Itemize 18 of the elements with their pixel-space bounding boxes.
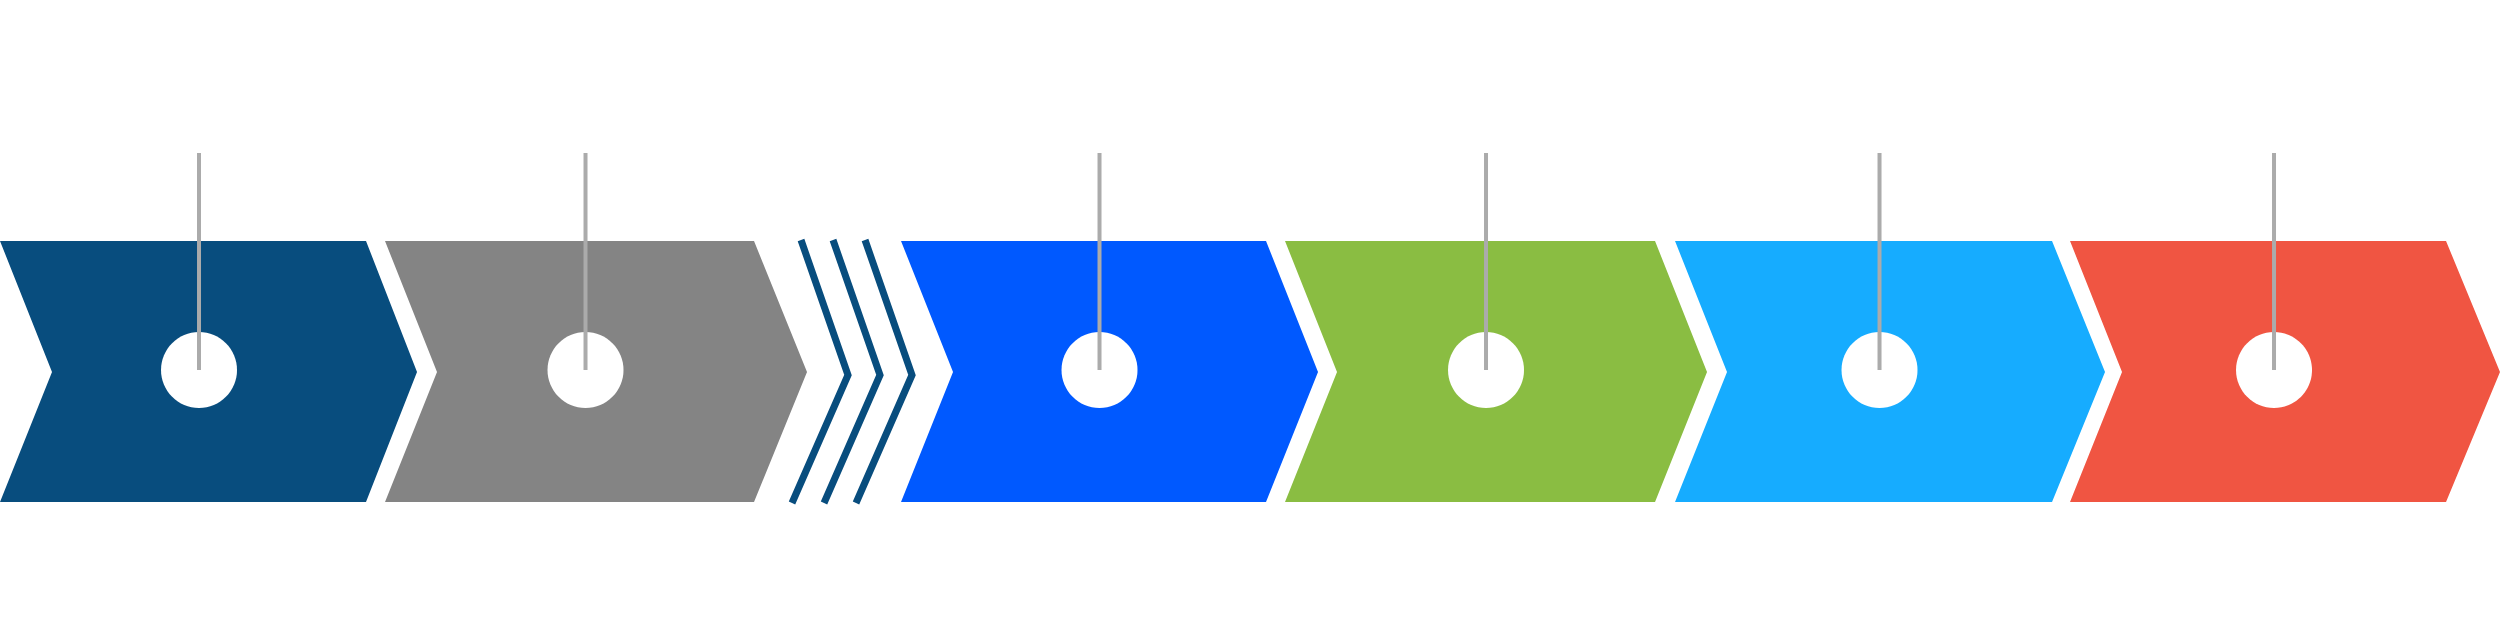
chevron-shape — [1675, 241, 2105, 502]
leader-line — [1484, 153, 1488, 370]
leader-line — [2272, 153, 2276, 370]
chevron-shape — [0, 241, 417, 502]
chevron-shape — [1285, 241, 1707, 502]
circle-marker — [1061, 332, 1138, 408]
circle-marker — [547, 332, 624, 408]
circle-marker — [1448, 332, 1524, 408]
leader-line — [197, 153, 201, 370]
chevron-shape — [2070, 241, 2500, 502]
chevron-shape — [901, 241, 1318, 502]
leader-line — [583, 153, 588, 370]
leader-line — [1097, 153, 1102, 370]
circle-marker — [2236, 332, 2312, 408]
leader-line — [1877, 153, 1882, 370]
circle-marker — [1841, 332, 1918, 408]
circle-marker — [161, 332, 237, 408]
chevron-shape — [385, 241, 807, 502]
